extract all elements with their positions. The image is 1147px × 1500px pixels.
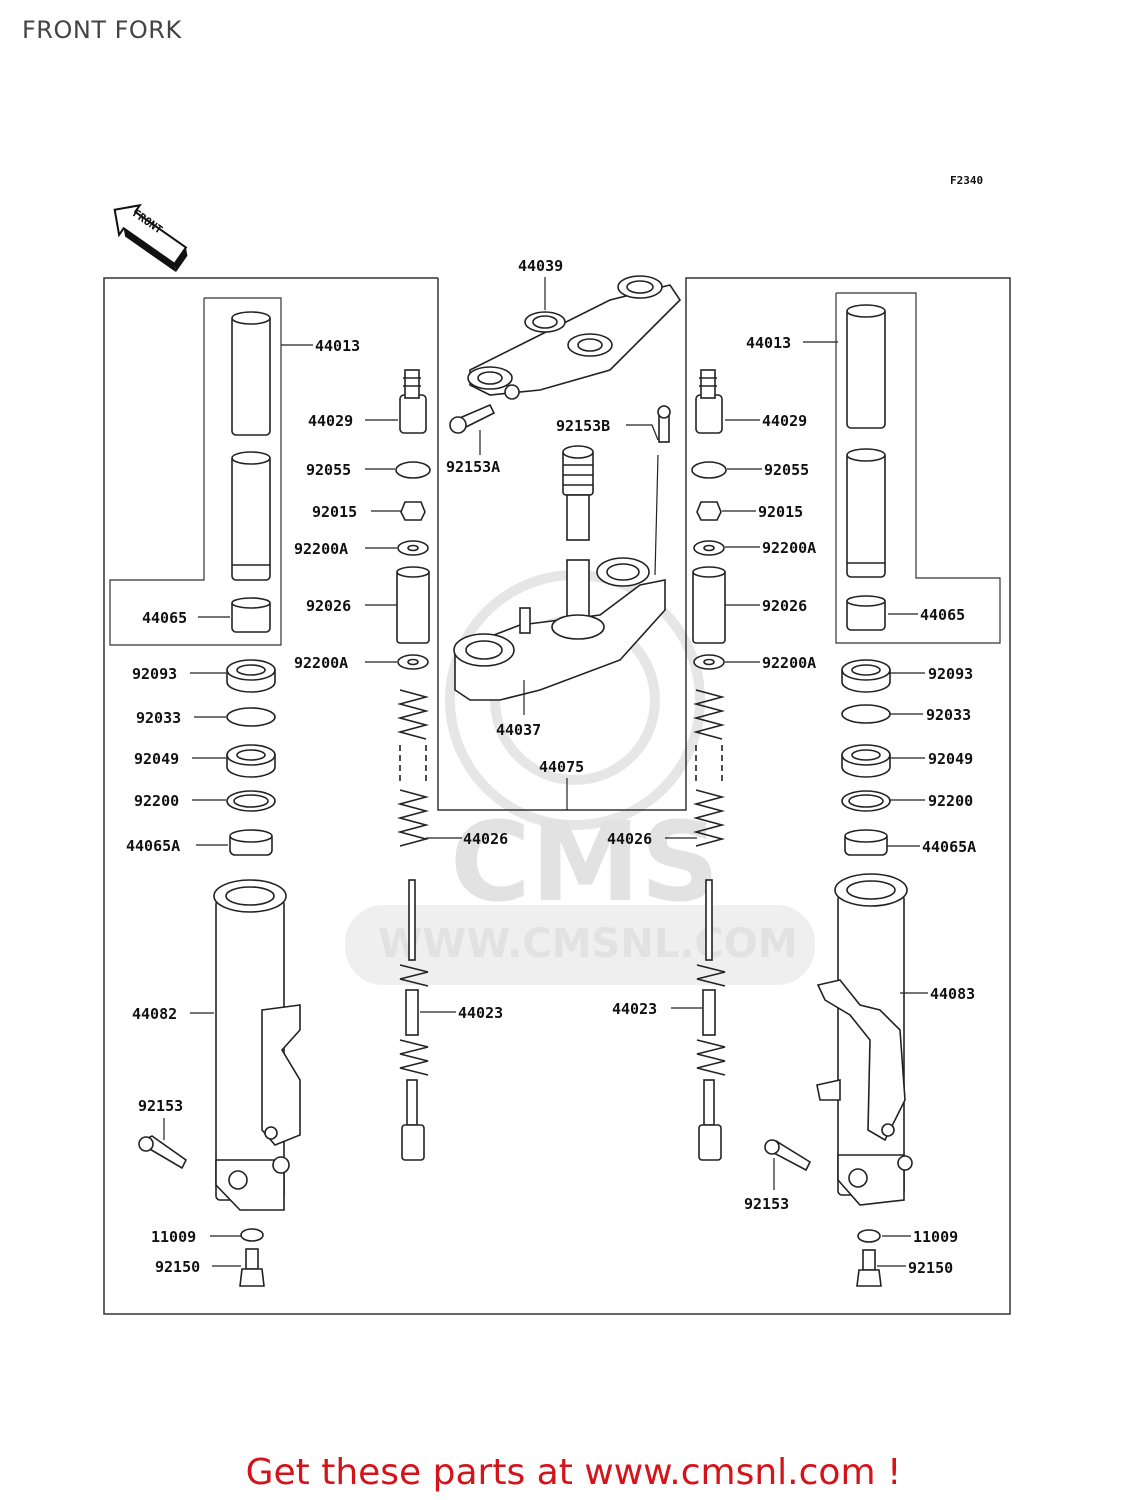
callout-92200A-top-left: 92200A [294, 540, 348, 558]
watermark-logo-text: CMS [450, 798, 719, 926]
callout-92200-right: 92200 [928, 792, 973, 810]
callout-44013-left: 44013 [315, 337, 360, 355]
callout-44023-right: 44023 [612, 1000, 657, 1018]
callout-92026-right: 92026 [762, 597, 807, 615]
right-fork-parts [691, 304, 913, 1287]
callout-44026-right: 44026 [607, 830, 652, 848]
callout-44083: 44083 [930, 985, 975, 1003]
center-parts [449, 275, 682, 701]
callout-92200A-bottom-left: 92200A [294, 654, 348, 672]
callout-44065A-right: 44065A [922, 838, 976, 856]
callout-92153-left: 92153 [138, 1097, 183, 1115]
callout-44065-left: 44065 [142, 609, 187, 627]
callout-92055-left: 92055 [306, 461, 351, 479]
springs-and-dampers [396, 689, 726, 1161]
callout-92200-left: 92200 [134, 792, 179, 810]
figure-code: F2340 [950, 174, 983, 187]
callout-11009-left: 11009 [151, 1228, 196, 1246]
callout-92026-left: 92026 [306, 597, 351, 615]
callout-44039: 44039 [518, 257, 563, 275]
callout-92153-right: 92153 [744, 1195, 789, 1213]
callout-92015-left: 92015 [312, 503, 357, 521]
callout-44082: 44082 [132, 1005, 177, 1023]
callout-92033-right: 92033 [926, 706, 971, 724]
callout-92200A-top-right: 92200A [762, 539, 816, 557]
callout-92093-left: 92093 [132, 665, 177, 683]
right-inner-box [835, 292, 1001, 644]
page-title: FRONT FORK [22, 16, 182, 44]
callout-92055-right: 92055 [764, 461, 809, 479]
front-fork-exploded-diagram: CMS WWW.CMSNL.COM F2340 FRONT [103, 174, 1011, 1315]
callout-11009-right: 11009 [913, 1228, 958, 1246]
callout-92033-left: 92033 [136, 709, 181, 727]
footer-promo-text: Get these parts at www.cmsnl.com ! [245, 1452, 902, 1493]
callout-44029-right: 44029 [762, 412, 807, 430]
callout-92015-right: 92015 [758, 503, 803, 521]
callout-44065A-left: 44065A [126, 837, 180, 855]
watermark-url-text: WWW.CMSNL.COM [378, 921, 798, 967]
left-frame [103, 277, 1011, 1315]
callout-92200A-bottom-right: 92200A [762, 654, 816, 672]
callout-44037: 44037 [496, 721, 541, 739]
callout-92049-left: 92049 [134, 750, 179, 768]
left-inner-box [109, 297, 282, 646]
callout-44065-right: 44065 [920, 606, 965, 624]
callout-92150-left: 92150 [155, 1258, 200, 1276]
callout-44075: 44075 [539, 758, 584, 776]
callout-44029-left: 44029 [308, 412, 353, 430]
front-arrow-icon [113, 203, 188, 273]
callout-44023-left: 44023 [458, 1004, 503, 1022]
leader-lines [163, 277, 928, 1267]
callout-92049-right: 92049 [928, 750, 973, 768]
callout-92150-right: 92150 [908, 1259, 953, 1277]
callout-44013-right: 44013 [746, 334, 791, 352]
callout-92153A: 92153A [446, 458, 500, 476]
left-fork-parts [138, 311, 431, 1287]
callout-92093-right: 92093 [928, 665, 973, 683]
callout-92153B: 92153B [556, 417, 610, 435]
callout-44026-left: 44026 [463, 830, 508, 848]
